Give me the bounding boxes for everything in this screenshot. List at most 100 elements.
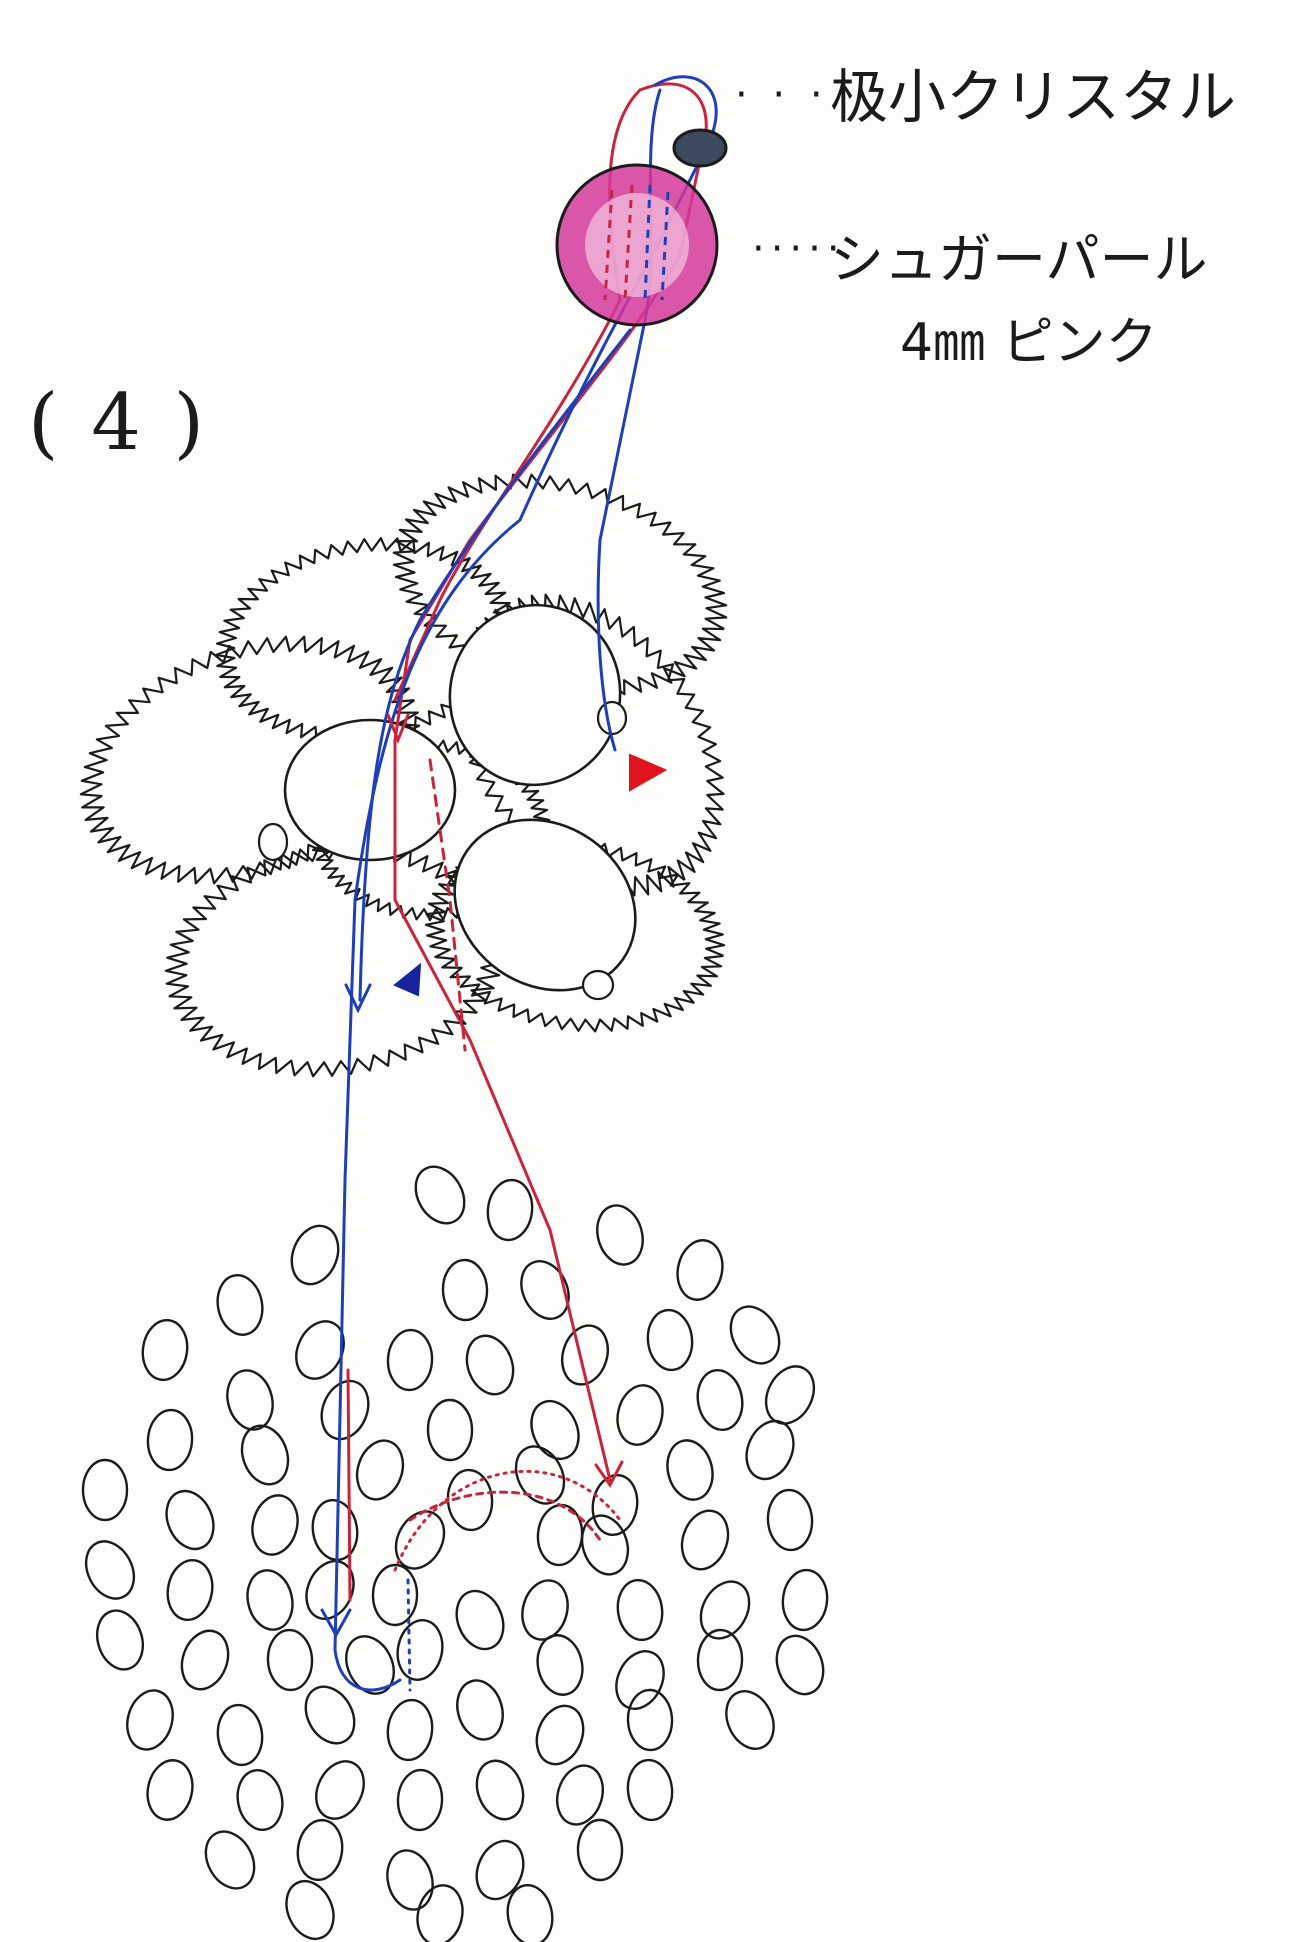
seed-bead: [616, 1578, 664, 1642]
seed-bead: [441, 1258, 489, 1322]
thread-blue-third: [358, 328, 632, 1002]
red-direction-arrow: [629, 753, 668, 792]
thread-blue-dotted: [406, 1578, 412, 1692]
seed-bead: [81, 1458, 129, 1522]
seed-bead: [486, 1178, 534, 1242]
seed-bead: [696, 1369, 744, 1431]
large-bead: [283, 718, 457, 862]
seed-bead: [416, 1884, 464, 1942]
seed-bead: [729, 1305, 781, 1365]
seed-bead: [146, 1408, 194, 1472]
seed-bead: [475, 1839, 525, 1901]
seed-bead: [465, 1334, 515, 1396]
seed-bead: [355, 1439, 405, 1501]
seed-bead: [616, 1384, 664, 1446]
seed-bead: [315, 1760, 365, 1820]
blue-direction-arrow: [393, 962, 422, 997]
seed-bead: [561, 1324, 609, 1386]
top-beads: [555, 128, 728, 327]
direction-arrows: [320, 713, 668, 1639]
seed-bead: [536, 1503, 584, 1567]
seed-bead: [396, 1768, 444, 1832]
seed-bead: [580, 1514, 630, 1576]
seed-bead: [781, 1568, 829, 1632]
pearl-highlight: [585, 193, 689, 297]
seed-bead: [84, 1540, 136, 1600]
seed-bead: [455, 1589, 505, 1651]
seed-bead: [311, 1498, 359, 1562]
seed-bead: [766, 1488, 814, 1552]
thread-red-secondary: [393, 88, 642, 702]
seed-bead: [146, 1759, 194, 1821]
center-large-beads: [257, 603, 637, 1001]
small-accent-bead: [596, 700, 628, 736]
seed-bead: [591, 1473, 639, 1537]
seed-bead: [166, 1559, 214, 1621]
seed-bead: [556, 1764, 604, 1826]
seed-bead: [680, 1509, 730, 1571]
seed-bead: [266, 1628, 314, 1692]
seed-bead: [745, 1419, 795, 1481]
seed-bead: [296, 1818, 344, 1882]
seed-bead: [371, 1563, 419, 1627]
crystal-callout-label: 极小クリスタル: [830, 63, 1237, 131]
seed-bead: [141, 1318, 189, 1382]
seed-bead: [386, 1849, 434, 1911]
seed-bead: [530, 1399, 580, 1461]
seed-bead: [426, 1398, 474, 1462]
seed-bead: [240, 1424, 290, 1486]
seed-bead: [204, 1830, 256, 1890]
seed-bead: [246, 1569, 294, 1631]
seed-bead: [304, 1685, 356, 1745]
pearl-size-color-label: 4㎜ ピンク: [900, 313, 1158, 373]
fringe-petal: [215, 537, 515, 743]
crystal-bead: [672, 128, 728, 168]
seed-bead: [520, 1260, 570, 1320]
small-accent-bead: [581, 969, 615, 1001]
seed-bead: [615, 1650, 665, 1710]
seed-bead: [305, 1559, 355, 1621]
seed-bead: [216, 1703, 264, 1767]
seed-bead: [626, 1688, 674, 1752]
seed-bead: [536, 1634, 584, 1696]
seed-bead: [180, 1629, 230, 1691]
seed-bead: [96, 1609, 144, 1671]
seed-bead: [236, 1769, 284, 1831]
large-bead: [453, 818, 637, 992]
seed-bead-cluster: [81, 1165, 829, 1942]
seed-bead: [394, 1510, 446, 1570]
seed-bead: [521, 1579, 569, 1641]
blue-chevron-arrow: [344, 983, 372, 1014]
step-number-label: ( 4 ): [28, 378, 209, 468]
seed-bead: [216, 1274, 264, 1336]
seed-bead: [290, 1224, 340, 1286]
seed-bead: [226, 1369, 274, 1431]
seed-bead: [285, 1879, 335, 1941]
seed-bead: [386, 1698, 434, 1762]
seed-bead: [396, 1619, 444, 1681]
seed-bead: [456, 1679, 504, 1741]
seed-bead: [775, 1634, 825, 1696]
seed-bead: [414, 1165, 466, 1225]
seed-bead: [475, 1759, 525, 1821]
seed-bead: [251, 1494, 299, 1556]
thread-red-lower: [346, 1368, 352, 1602]
seed-bead: [626, 1758, 674, 1822]
thread-red-dashed: [428, 758, 467, 1052]
crystal-leader-dots: · · ·: [735, 72, 829, 118]
thread-blue-main: [333, 75, 718, 1692]
seed-bead: [126, 1689, 174, 1751]
seed-bead: [386, 1328, 434, 1392]
seed-bead: [596, 1204, 644, 1266]
blue-chevron-arrow-lower: [320, 1608, 352, 1639]
seed-bead: [699, 1580, 751, 1640]
pearl-thread-blue: [643, 184, 670, 301]
seed-bead: [696, 1628, 744, 1692]
seed-bead: [165, 1489, 215, 1551]
small-accent-bead: [257, 822, 289, 862]
seed-bead: [576, 1818, 624, 1882]
red-chevron-arrow: [386, 713, 410, 745]
seed-bead: [646, 1308, 694, 1372]
thread-red-arc-dashed: [408, 1490, 602, 1542]
